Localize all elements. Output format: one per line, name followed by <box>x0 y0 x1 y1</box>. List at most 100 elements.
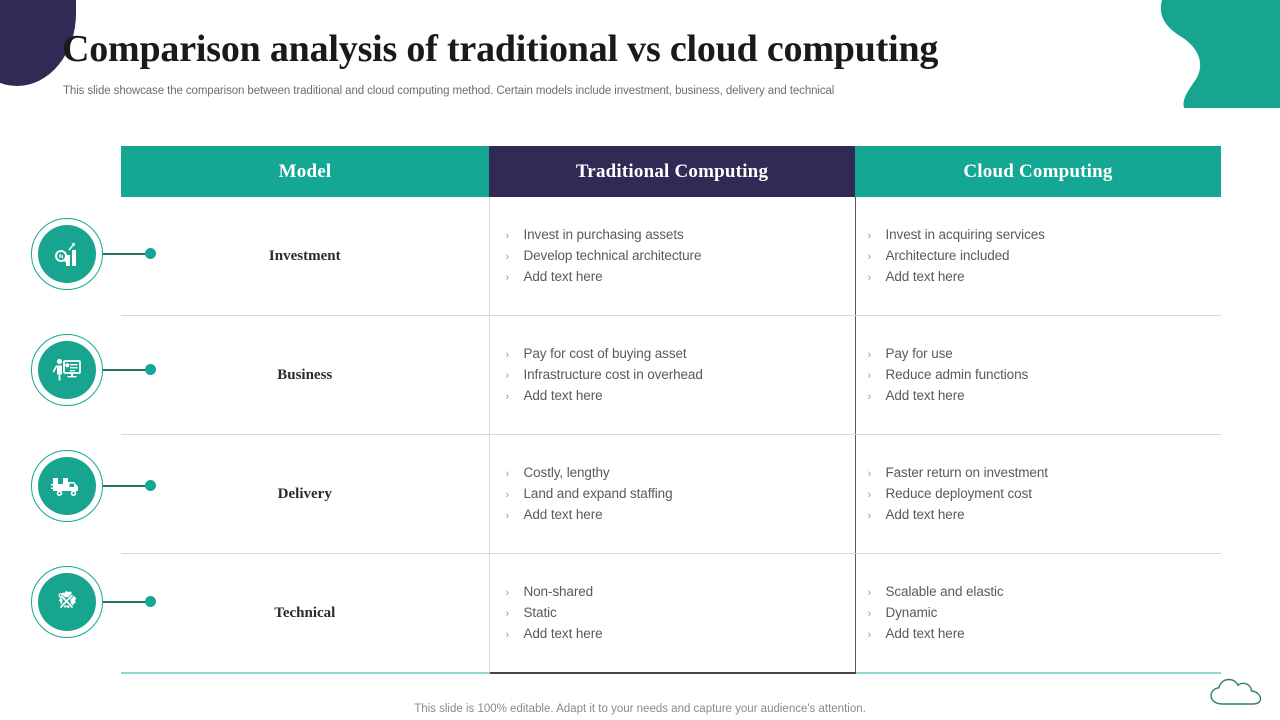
table-row: Technical ›Non-shared ›Static ›Add text … <box>121 553 1221 674</box>
cell-traditional: › Pay for cost of buying asset › Infrastru… <box>488 315 856 435</box>
table-row: Business › Pay for cost of buying asset ›… <box>121 315 1221 435</box>
connector-line-business <box>103 369 153 371</box>
column-header-model: Model <box>121 146 489 197</box>
connector-line-delivery <box>103 485 153 487</box>
list-item-label: Pay for use <box>885 345 953 361</box>
connector-dot-business <box>145 364 156 375</box>
bullet-list-cloud: ›Faster return on investment ›Reduce dep… <box>868 463 1221 526</box>
list-item-label: Infrastructure cost in overhead <box>523 366 703 382</box>
list-item: › Reduce admin functions <box>868 365 1221 386</box>
list-item: › Add text here <box>506 386 854 407</box>
cell-cloud: ›Faster return on investment ›Reduce dep… <box>855 434 1221 554</box>
decor-top-right-blob <box>1120 0 1280 108</box>
list-item: ›Faster return on investment <box>868 463 1221 484</box>
list-item: › Add text here <box>868 505 1221 526</box>
delivery-truck-icon <box>51 478 78 496</box>
page-subtitle: This slide showcase the comparison betwe… <box>63 85 835 97</box>
badge-delivery <box>31 450 103 522</box>
list-item: › Architecture included <box>868 246 1221 267</box>
list-item-label: Land and expand staffing <box>523 485 673 501</box>
bullet-list-cloud: › Invest in acquiring services › Architect… <box>868 225 1221 288</box>
chevron-right-icon: › <box>867 607 872 620</box>
list-item-label: Invest in purchasing assets <box>523 226 684 242</box>
list-item: ›Add text here <box>868 386 1221 407</box>
list-item-label: Add text here <box>523 387 603 403</box>
list-item-label: Reduce deployment cost <box>885 485 1032 501</box>
chart-magnifier-icon <box>55 243 76 266</box>
chevron-right-icon: › <box>867 509 872 522</box>
chevron-right-icon: › <box>867 488 872 501</box>
cell-model-name: Business <box>121 315 490 435</box>
chevron-right-icon: › <box>505 488 510 501</box>
column-header-cloud: Cloud Computing <box>855 146 1221 197</box>
chevron-right-icon: › <box>867 229 872 242</box>
cell-model-name: Delivery <box>121 434 490 554</box>
rail-item-technical[interactable] <box>31 566 161 638</box>
chevron-right-icon: › <box>867 390 872 403</box>
list-item: › Scalable and elastic <box>868 582 1221 603</box>
gear-tools-icon <box>58 590 77 610</box>
connector-dot-delivery <box>145 480 156 491</box>
bullet-list-cloud: › Scalable and elastic ›Dynamic ›Add text… <box>868 582 1221 645</box>
bullet-list-traditional: ›Costly, lengthy ›Land and expand staffi… <box>506 463 854 526</box>
list-item-label: Scalable and elastic <box>885 583 1004 599</box>
list-item-label: Non-shared <box>523 583 594 599</box>
list-item: › Static <box>506 603 854 624</box>
chevron-right-icon: › <box>867 369 872 382</box>
column-header-traditional: Traditional Computing <box>489 146 855 197</box>
list-item: › Add text here <box>506 267 854 288</box>
chevron-right-icon: › <box>505 467 510 480</box>
comparison-table-container: Model Traditional Computing Cloud Comput… <box>121 146 1221 674</box>
bullet-list-cloud: › Pay for use › Reduce admin functions ›Ad… <box>868 344 1221 407</box>
chevron-right-icon: › <box>867 586 872 599</box>
badge-technical <box>31 566 103 638</box>
chevron-right-icon: › <box>505 509 510 522</box>
chevron-right-icon: › <box>505 369 510 382</box>
list-item-label: Add text here <box>885 268 965 284</box>
connector-line-investment <box>103 253 153 255</box>
chevron-right-icon: › <box>867 250 872 263</box>
list-item-label: Faster return on investment <box>885 464 1048 480</box>
cell-traditional: ›Non-shared › Static ›Add text here <box>488 553 856 674</box>
connector-line-technical <box>103 601 153 603</box>
chevron-right-icon: › <box>505 390 510 403</box>
chevron-right-icon: › <box>505 271 510 284</box>
rail-item-business[interactable] <box>31 334 161 406</box>
list-item: › Add text here <box>506 505 854 526</box>
rail-item-investment[interactable] <box>31 218 161 290</box>
list-item-label: Add text here <box>523 268 603 284</box>
chevron-right-icon: › <box>867 628 872 641</box>
list-item-label: Add text here <box>523 625 603 641</box>
bullet-list-traditional: ›Non-shared › Static ›Add text here <box>506 582 854 645</box>
list-item: › Land and expand staffing <box>506 484 854 505</box>
bullet-list-traditional: › Pay for cost of buying asset › Infrastru… <box>506 344 854 407</box>
list-item: ›Add text here <box>868 624 1221 645</box>
list-item: ›Add text here <box>868 267 1221 288</box>
bullet-list-traditional: › Invest in purchasing assets › Develop te… <box>506 225 854 288</box>
list-item: › Invest in purchasing assets <box>506 225 854 246</box>
chevron-right-icon: › <box>505 348 510 361</box>
cell-cloud: › Pay for use › Reduce admin functions ›Ad… <box>855 315 1221 435</box>
chevron-right-icon: › <box>505 250 510 263</box>
list-item-label: Invest in acquiring services <box>885 226 1045 242</box>
list-item-label: Architecture included <box>885 247 1010 263</box>
list-item: ›Dynamic <box>868 603 1221 624</box>
chevron-right-icon: › <box>505 229 510 242</box>
chevron-right-icon: › <box>505 607 510 620</box>
list-item-label: Static <box>523 604 557 620</box>
list-item-label: Develop technical architecture <box>523 247 702 263</box>
list-item-label: Add text here <box>885 506 965 522</box>
list-item-label: Add text here <box>523 506 603 522</box>
list-item: ›Non-shared <box>506 582 854 603</box>
chevron-right-icon: › <box>867 348 872 361</box>
page-title: Comparison analysis of traditional vs cl… <box>62 28 939 70</box>
list-item-label: Reduce admin functions <box>885 366 1029 382</box>
cell-cloud: › Invest in acquiring services › Architect… <box>855 197 1221 316</box>
list-item-label: Pay for cost of buying asset <box>523 345 687 361</box>
rail-item-delivery[interactable] <box>31 450 161 522</box>
list-item: › Infrastructure cost in overhead <box>506 365 854 386</box>
list-item: ›Add text here <box>506 624 854 645</box>
cell-cloud: › Scalable and elastic ›Dynamic ›Add text… <box>855 553 1221 674</box>
badge-business <box>31 334 103 406</box>
connector-dot-technical <box>145 596 156 607</box>
